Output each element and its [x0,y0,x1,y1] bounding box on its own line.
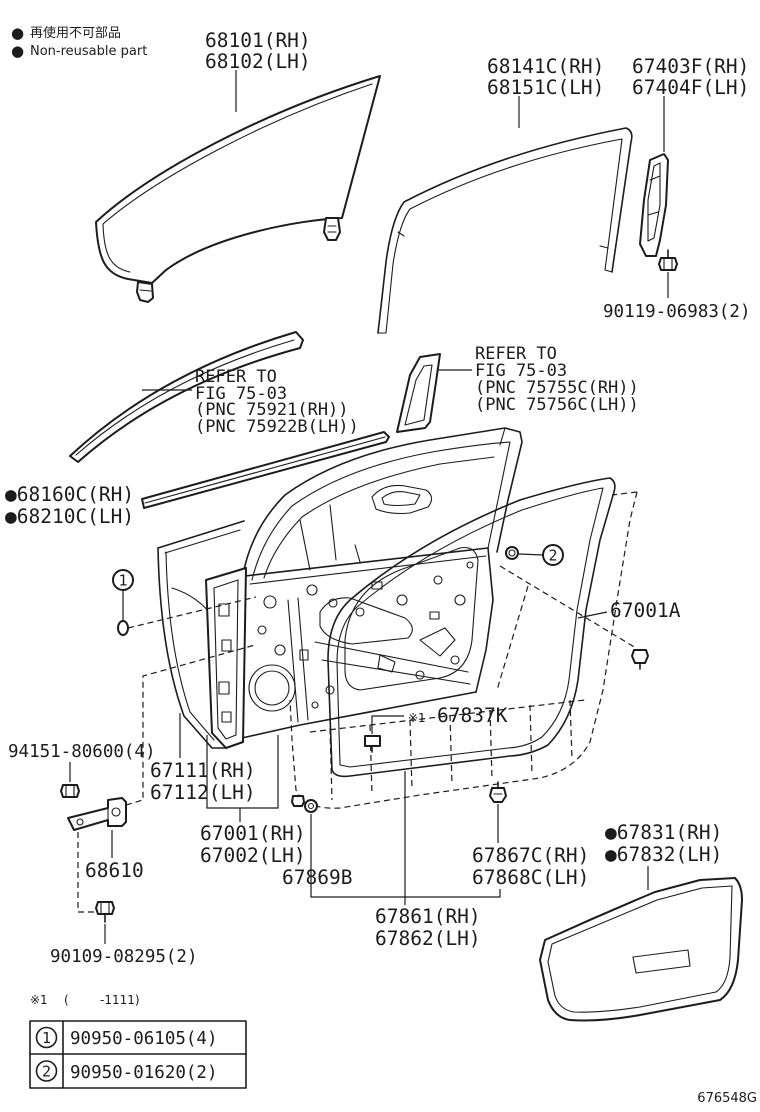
callout-circle-1: 1 [112,569,134,591]
table-row: 2 90950-01620(2) [35,1060,218,1083]
label-67869B: 67869B [282,866,352,889]
legend: ● 再使用不可部品 ● Non-reusable part [11,24,147,60]
part-67001A-clip [631,649,649,670]
part-90119-bolt [658,249,678,271]
door-window-frame [241,427,523,581]
label-67868C-lh: 67868C(LH) [472,866,589,889]
part-68610-drawing [67,797,127,831]
label-68151C-lh: 68151C(LH) [487,76,604,99]
label-67862-lh: 67862(LH) [375,927,481,950]
door-panel-holes [257,561,474,709]
part-68160C-drawing [141,431,390,509]
reference-note-right: REFER TO FIG 75-03 (PNC 75755C(RH)) (PNC… [475,344,639,415]
reference-right-line-2: FIG 75-03 [475,361,567,381]
table-row-key: 1 [42,1029,51,1047]
door-inner-panel [205,484,494,749]
part-67403F-drawing [639,153,669,257]
legend-bullet-en: ● [11,42,24,60]
leader-circle-2 [518,553,544,556]
plug-circle-1 [117,620,129,636]
label-68210C-lh: ●68210C(LH) [5,505,134,528]
footnote-range: -1111) [100,993,140,1007]
table-row-part: 90950-06105(4) [70,1029,218,1049]
label-94151: 94151-80600(4) [8,742,156,762]
figure-code: 676548G [697,1091,757,1106]
footnote: ※1 ( -1111) [30,993,140,1007]
label-67001-rh: 67001(RH) [200,822,306,845]
footnote-mark: ※1 [30,993,48,1007]
callout-circle-1-number: 1 [118,572,127,590]
label-67403F-rh: 67403F(RH) [632,55,749,78]
reference-left-line-4: (PNC 75922B(LH)) [195,417,359,437]
footnote-open: ( [64,993,69,1007]
part-67861-drawing [327,477,616,778]
label-68610: 68610 [85,859,144,882]
legend-text-jp: 再使用不可部品 [30,25,121,41]
leader-67837K [371,715,404,734]
reference-left-line-2: FIG 75-03 [195,384,287,404]
table-row-key: 2 [42,1063,51,1081]
table-row-part: 90950-01620(2) [70,1063,218,1083]
label-67832-lh: ●67832(LH) [605,843,722,866]
reference-left-line-1: REFER TO [195,367,277,387]
part-90109-bolt [95,901,115,923]
label-67404F-lh: 67404F(LH) [632,76,749,99]
part-68141C-drawing [377,127,633,334]
label-68101-rh: 68101(RH) [205,29,311,52]
label-90119: 90119-06983(2) [603,302,751,322]
label-67861-rh: 67861(RH) [375,905,481,928]
leader-67001A [577,611,608,619]
label-67002-lh: 67002(LH) [200,844,306,867]
label-67837K: 67837K [437,704,508,727]
label-67111-rh: 67111(RH) [150,759,256,782]
table-row: 1 90950-06105(4) [35,1026,218,1049]
label-67867C-rh: 67867C(RH) [472,844,589,867]
part-67837K-clip [364,735,381,753]
kit-table: 1 90950-06105(4) 2 90950-01620(2) [29,1020,247,1089]
leader-67001-bracket [206,735,279,809]
label-68102-lh: 68102(LH) [205,50,311,73]
legend-bullet-jp: ● [11,24,24,42]
reference-right-line-3: (PNC 75755C(RH)) [475,378,639,398]
label-67837K-note-mark: ※1 [408,711,426,725]
label-68160C-rh: ●68160C(RH) [5,483,134,506]
plug-circle-2 [505,546,519,560]
part-67867C-clip [489,781,507,803]
part-94151-bolt [60,784,80,798]
callout-circle-2: 2 [542,544,564,566]
part-67869B-clip [291,795,318,813]
reference-note-left: REFER TO FIG 75-03 (PNC 75921(RH)) (PNC … [195,367,359,437]
reference-left-line-3: (PNC 75921(RH)) [195,400,349,420]
reference-right-line-1: REFER TO [475,344,557,364]
part-67831-drawing [539,877,743,1022]
part-68101-drawing [95,75,381,303]
label-68141C-rh: 68141C(RH) [487,55,604,78]
label-67831-rh: ●67831(RH) [605,821,722,844]
label-90109: 90109-08295(2) [50,947,198,967]
reference-strip-left [69,331,304,463]
callout-circle-2-number: 2 [548,547,557,565]
label-67001A: 67001A [610,599,681,622]
reference-piece-right [396,353,441,433]
label-67112-lh: 67112(LH) [150,781,256,804]
reference-right-line-4: (PNC 75756C(LH)) [475,395,639,415]
legend-text-en: Non-reusable part [30,44,147,59]
